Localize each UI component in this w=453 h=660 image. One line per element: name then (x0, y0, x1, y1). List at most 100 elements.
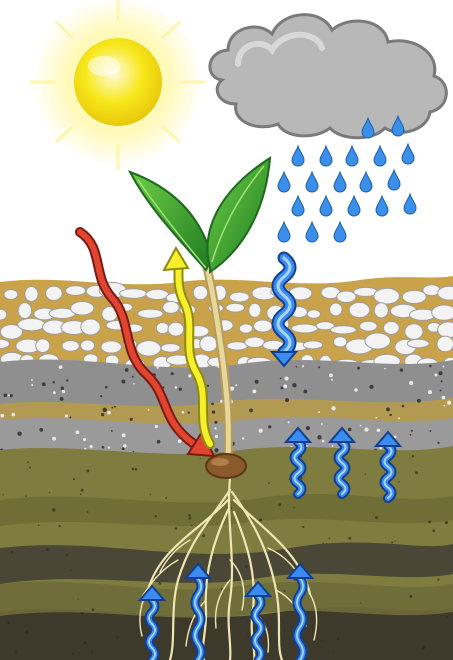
gravel-speck (400, 368, 403, 371)
pebble (249, 303, 261, 317)
pebble (330, 326, 356, 334)
soil-speck (38, 524, 40, 526)
gravel-speck (259, 429, 263, 433)
soil-speck (165, 497, 167, 499)
soil-speck (337, 638, 340, 641)
gravel-speck (402, 405, 405, 408)
soil-speck (412, 455, 414, 457)
gravel-speck (429, 430, 431, 432)
pebble (405, 324, 423, 340)
pebble (365, 333, 390, 349)
soil-speck (245, 565, 248, 568)
soil-speck (226, 558, 227, 559)
gravel-speck (429, 365, 431, 367)
pebble (46, 286, 63, 300)
gravel-speck (284, 377, 288, 381)
gravel-speck (440, 390, 442, 392)
soil-speck (214, 558, 215, 559)
gravel-speck (242, 437, 244, 439)
gravel-speck (175, 386, 177, 388)
gravel-speck (255, 380, 259, 384)
gravel-speck (214, 427, 216, 429)
gravel-speck (369, 385, 373, 389)
gravel-speck (171, 372, 174, 375)
gravel-speck (443, 366, 445, 368)
gravel-speck (52, 381, 54, 383)
gravel-speck (59, 365, 63, 369)
soil-speck (73, 478, 75, 480)
gravel-speck (331, 406, 335, 410)
soil-speck (70, 569, 72, 571)
pebble (137, 341, 161, 356)
gravel-speck (10, 394, 13, 397)
soil-speck (189, 517, 192, 520)
pebble (230, 292, 250, 302)
soil-speck (52, 508, 55, 511)
soil-speck (302, 526, 304, 528)
soil-speck (445, 521, 448, 524)
gravel-speck (447, 401, 451, 405)
pebble (383, 321, 399, 334)
gravel-speck (318, 366, 320, 368)
gravel-speck (105, 386, 108, 389)
pebble (66, 286, 86, 296)
soil-speck (365, 473, 366, 474)
soil-speck (422, 646, 425, 649)
gravel-speck (394, 435, 397, 438)
gravel-speck (69, 416, 71, 418)
soil-speck (158, 582, 161, 585)
soil-speck (259, 518, 262, 521)
seed-icon (206, 454, 246, 478)
gravel-speck (111, 430, 113, 432)
gravel-speck (111, 407, 113, 409)
soil-speck (278, 503, 281, 506)
gravel-speck (214, 448, 218, 452)
soil-speck (66, 554, 68, 556)
gravel-speck (417, 399, 421, 403)
gravel-speck (53, 391, 56, 394)
soil-speck (49, 492, 50, 493)
gravel-speck (62, 390, 65, 393)
gravel-speck (123, 444, 126, 447)
gravel-speck (379, 447, 382, 450)
soil-speck (3, 494, 4, 495)
soil-speck (202, 534, 205, 537)
gravel-speck (39, 428, 43, 432)
gravel-speck (357, 367, 360, 370)
gravel-speck (121, 380, 125, 384)
gravel-speck (354, 388, 357, 391)
gravel-speck (296, 366, 298, 368)
gravel-speck (252, 389, 256, 393)
gravel-speck (410, 434, 412, 436)
gravel-speck (411, 430, 413, 432)
gravel-speck (188, 374, 191, 377)
soil-speck (284, 590, 286, 592)
pebble (71, 301, 94, 315)
gravel-speck (42, 382, 46, 386)
soil-speck (25, 495, 27, 497)
gravel-speck (322, 440, 325, 443)
pebble (291, 324, 317, 333)
pebble (438, 322, 453, 338)
soil-speck (167, 571, 169, 573)
gravel-speck (230, 387, 234, 391)
soil-speck (87, 511, 89, 513)
gravel-speck (148, 409, 150, 411)
soil-speck (46, 548, 49, 551)
gravel-speck (114, 406, 116, 408)
pebble (239, 324, 252, 333)
soil-speck (86, 469, 89, 472)
gravel-speck (398, 417, 400, 419)
pebble (407, 339, 429, 348)
gravel-speck (214, 421, 217, 424)
soil-speck (415, 471, 418, 474)
gravel-speck (66, 379, 68, 381)
gravel-speck (155, 425, 158, 428)
pebble (437, 336, 453, 352)
gravel-speck (376, 417, 378, 419)
pebble (374, 303, 388, 318)
soil-speck (437, 578, 439, 580)
gravel-speck (101, 413, 104, 416)
pebble (360, 321, 378, 331)
